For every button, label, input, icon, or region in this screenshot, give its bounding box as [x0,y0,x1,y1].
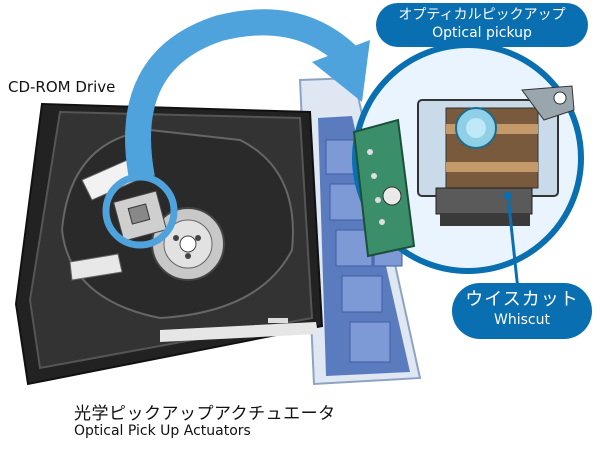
caption-en: Optical Pick Up Actuators [74,423,251,439]
whisker-pointer [504,192,520,291]
pointer-arrow [125,9,360,181]
whisker-callout-jp: ウイスカット [465,289,579,310]
pointer-arrowhead [312,40,370,102]
pickup-detail [417,85,575,226]
pickup-callout: オプティカルピックアップ Optical pickup [376,3,588,47]
drive-label: CD-ROM Drive [8,78,116,96]
drive-bezel [298,76,422,386]
caption-jp: 光学ピックアップアクチュエータ [74,404,336,424]
pickup-callout-jp: オプティカルピックアップ [398,7,566,23]
circuit-board [352,118,416,258]
whisker-callout: ウイスカット Whiscut [452,283,592,339]
pickup-callout-en: Optical pickup [432,24,532,41]
whisker-callout-en: Whiscut [494,311,550,328]
